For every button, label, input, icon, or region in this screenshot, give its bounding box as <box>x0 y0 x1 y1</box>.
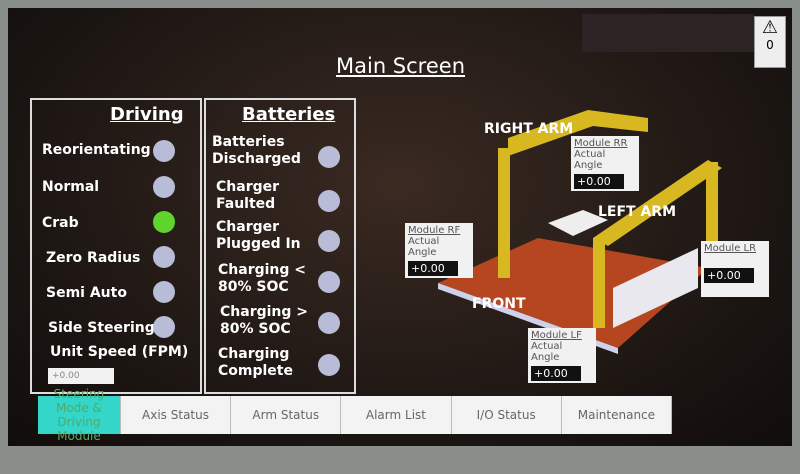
unit-speed-field: +0.00 <box>48 368 114 384</box>
batteries-panel: Batteries Batteries Discharged Charger F… <box>204 98 356 394</box>
module-angle-value: +0.00 <box>531 366 581 381</box>
batteries-discharged-indicator <box>318 146 340 168</box>
alarm-button[interactable]: ⚠ 0 <box>754 16 786 68</box>
zero-radius-indicator <box>153 246 175 268</box>
left-arm-label: LEFT ARM <box>598 204 677 220</box>
module-rr-box: Module RR Actual Angle +0.00 <box>571 136 639 191</box>
tab-axis-status[interactable]: Axis Status <box>121 396 232 434</box>
driving-label: Crab <box>42 215 79 231</box>
unit-speed-label: Unit Speed (FPM) <box>50 344 189 360</box>
tab-maintenance[interactable]: Maintenance <box>562 396 672 434</box>
tab-io-status[interactable]: I/O Status <box>452 396 562 434</box>
driving-label: Reorientating <box>42 142 151 158</box>
module-name: Module LR <box>704 243 757 254</box>
semi-auto-indicator <box>153 281 175 303</box>
charging-below-80-indicator <box>318 271 340 293</box>
driving-label: Zero Radius <box>46 250 141 266</box>
module-lr-box: Module LR +0.00 <box>701 241 769 297</box>
charger-plugged-indicator <box>318 230 340 252</box>
charger-faulted-indicator <box>318 190 340 212</box>
page-title: Main Screen <box>336 54 466 78</box>
nav-tabs: Steering Mode & Driving Module Axis Stat… <box>38 387 672 443</box>
batteries-header: Batteries <box>242 104 336 125</box>
driving-label: Semi Auto <box>46 285 127 301</box>
driving-label: Normal <box>42 179 100 195</box>
battery-label: Charger Faulted <box>216 179 280 212</box>
side-steering-indicator <box>153 316 175 338</box>
top-status-box <box>582 14 754 52</box>
module-angle-value: +0.00 <box>574 174 624 189</box>
left-arm <box>593 160 722 246</box>
right-arm-label: RIGHT ARM <box>484 121 574 137</box>
normal-indicator <box>153 176 175 198</box>
battery-box <box>548 210 608 236</box>
left-arm-post <box>593 238 605 328</box>
battery-label: Charging Complete <box>218 346 293 379</box>
tab-arm-status[interactable]: Arm Status <box>231 396 342 434</box>
charging-above-80-indicator <box>318 312 340 334</box>
battery-label: Charging > 80% SOC <box>220 304 309 337</box>
driving-label: Side Steering <box>48 320 155 336</box>
right-arm-post <box>498 148 510 278</box>
front-label: FRONT <box>472 296 526 312</box>
battery-label: Batteries Discharged <box>212 134 301 167</box>
driving-header: Driving <box>110 104 184 125</box>
reorientating-indicator <box>153 140 175 162</box>
charging-complete-indicator <box>318 354 340 376</box>
tab-steering-mode[interactable]: Steering Mode & Driving Module <box>38 387 121 443</box>
tab-alarm-list[interactable]: Alarm List <box>341 396 452 434</box>
module-sub: Actual Angle <box>408 236 440 258</box>
module-name: Module RF <box>408 225 461 236</box>
module-name: Module LF <box>531 330 582 341</box>
module-angle-value: +0.00 <box>408 261 458 276</box>
alarm-count: 0 <box>766 38 774 52</box>
module-lf-box: Module LF Actual Angle +0.00 <box>528 328 596 383</box>
driving-panel: Driving Reorientating Normal Crab Zero R… <box>30 98 202 394</box>
battery-label: Charger Plugged In <box>216 219 301 252</box>
module-sub: Actual Angle <box>574 149 606 171</box>
module-rf-box: Module RF Actual Angle +0.00 <box>405 223 473 278</box>
warning-icon: ⚠ <box>761 17 779 38</box>
module-name: Module RR <box>574 138 628 149</box>
crab-indicator <box>153 211 175 233</box>
right-arm <box>508 110 648 156</box>
battery-box <box>613 248 698 328</box>
module-sub: Actual Angle <box>531 341 563 363</box>
module-angle-value: +0.00 <box>704 268 754 283</box>
hmi-screen: ⚠ 0 Main Screen Driving Reorientating No… <box>8 8 792 446</box>
battery-label: Charging < 80% SOC <box>218 262 307 295</box>
